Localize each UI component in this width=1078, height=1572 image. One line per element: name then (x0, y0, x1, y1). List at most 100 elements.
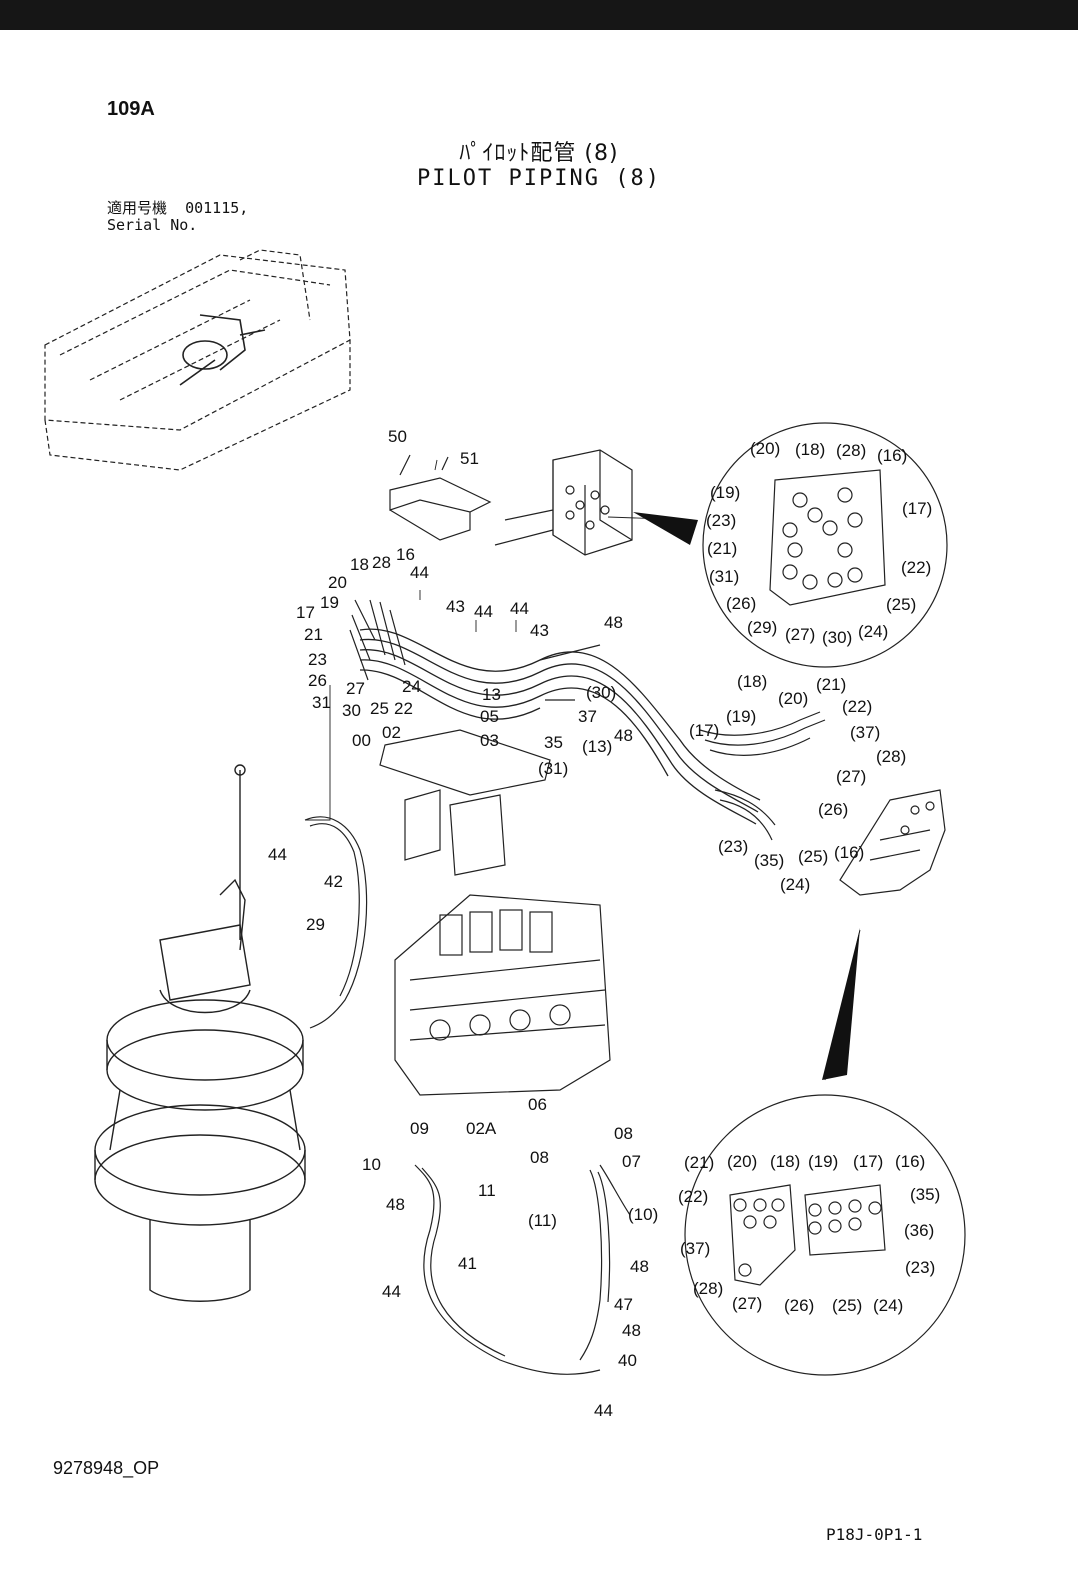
callout-detail-top-31: (31) (709, 567, 739, 586)
callout-main-30: 30 (342, 701, 361, 720)
callout-detail-top-30: (30) (822, 628, 852, 647)
callout-detail-bottom-36: (36) (904, 1221, 934, 1240)
callout-harness-right-27: (27) (836, 767, 866, 786)
callout-main-51: 51 (460, 449, 479, 468)
callout-main-09: 09 (410, 1119, 429, 1138)
callout-main-48: 48 (386, 1195, 405, 1214)
right-harness (699, 711, 826, 841)
callout-main-31: (31) (538, 759, 568, 778)
serial-block: 適用号機 001115, Serial No. (107, 200, 248, 234)
callout-main-00: 00 (352, 731, 371, 750)
arrow-top-detail (633, 512, 698, 545)
callout-detail-top-17: (17) (902, 499, 932, 518)
arrow-bottom-detail (822, 928, 860, 1080)
callout-main-16: 16 (396, 545, 415, 564)
callout-group-harness: (18)(20)(21)(22)(19)(37)(17)(28)(27)(26)… (689, 672, 906, 894)
callout-group-detail-top: (20)(18)(28)(16)(19)(17)(23)(21)(22)(31)… (706, 439, 932, 647)
callout-harness-right-18: (18) (737, 672, 767, 691)
callout-main-03: 03 (480, 731, 499, 750)
callout-detail-bottom-20: (20) (727, 1152, 757, 1171)
callout-main-44: 44 (382, 1282, 401, 1301)
callout-main-08: 08 (530, 1148, 549, 1167)
callout-main-10: 10 (362, 1155, 381, 1174)
callout-main-29: 29 (306, 915, 325, 934)
callout-main-35: 35 (544, 733, 563, 752)
lower-hoses (414, 1164, 631, 1375)
document-number: 9278948_OP (53, 1458, 160, 1478)
pilot-valve-block (494, 449, 633, 556)
callout-detail-bottom-18: (18) (770, 1152, 800, 1171)
callout-main-30: (30) (586, 683, 616, 702)
callout-detail-top-19: (19) (710, 483, 740, 502)
callout-harness-right-35: (35) (754, 851, 784, 870)
callout-main-19: 19 (320, 593, 339, 612)
detail-circle-bottom (684, 1094, 966, 1376)
callout-harness-right-23: (23) (718, 837, 748, 856)
callout-main-44: 44 (474, 602, 493, 621)
callout-main-43: 43 (530, 621, 549, 640)
callout-detail-bottom-19: (19) (808, 1152, 838, 1171)
callout-main-02: 02 (382, 723, 401, 742)
callout-detail-top-22: (22) (901, 558, 931, 577)
callout-harness-right-26: (26) (818, 800, 848, 819)
callout-main-44: 44 (268, 845, 287, 864)
callout-harness-right-37: (37) (850, 723, 880, 742)
callout-detail-bottom-21: (21) (684, 1153, 714, 1172)
callout-harness-right-28: (28) (876, 747, 906, 766)
callout-harness-right-24: (24) (780, 875, 810, 894)
callout-main-50: 50 (388, 427, 407, 446)
callout-detail-top-26: (26) (726, 594, 756, 613)
callout-detail-top-25: (25) (886, 595, 916, 614)
callout-main-44: 44 (594, 1401, 613, 1420)
callout-main-13: (13) (582, 737, 612, 756)
callout-main-21: 21 (304, 625, 323, 644)
callout-main-44: 44 (410, 563, 429, 582)
callout-detail-bottom-16: (16) (895, 1152, 925, 1171)
callout-main-40: 40 (618, 1351, 637, 1370)
callout-main-02a: 02A (466, 1119, 497, 1138)
callout-harness-right-25: (25) (798, 847, 828, 866)
callout-main-44: 44 (510, 599, 529, 618)
callout-main-11: 11 (478, 1181, 496, 1200)
callout-main-06: 06 (528, 1095, 547, 1114)
callout-main-17: 17 (296, 603, 315, 622)
top-black-bar (0, 0, 1078, 30)
callout-main-13: 13 (482, 685, 501, 704)
callout-main-20: 20 (328, 573, 347, 592)
title-english: PILOT PIPING (8) (417, 166, 661, 191)
callout-main-11: (11) (528, 1211, 557, 1230)
callout-main-07: 07 (622, 1152, 641, 1171)
callout-main-08: 08 (614, 1124, 633, 1143)
control-valve (394, 894, 611, 1096)
hose-fittings-left (349, 599, 406, 681)
cover-50 (389, 454, 492, 541)
callout-main-48: 48 (622, 1321, 641, 1340)
callout-main-05: 05 (480, 707, 499, 726)
detail-circle-top (702, 422, 948, 668)
callout-detail-bottom-37: (37) (680, 1239, 710, 1258)
callout-main-31: 31 (312, 693, 331, 712)
callout-main-22: 22 (394, 699, 413, 718)
callout-detail-bottom-17: (17) (853, 1152, 883, 1171)
page-id: 109A (107, 98, 155, 120)
serial-label-jp: 適用号機 (107, 199, 168, 217)
callout-main-24: 24 (402, 677, 421, 696)
callout-detail-bottom-35: (35) (910, 1185, 940, 1204)
callout-detail-bottom-22: (22) (678, 1187, 708, 1206)
callout-main-47: 47 (614, 1295, 633, 1314)
callout-main-48: 48 (614, 726, 633, 745)
callout-detail-top-29: (29) (747, 618, 777, 637)
overview-machine-drawing (44, 249, 351, 471)
callout-harness-right-16: (16) (834, 843, 864, 862)
callout-detail-bottom-23: (23) (905, 1258, 935, 1277)
callout-detail-top-27: (27) (785, 625, 815, 644)
title-japanese: ﾊﾟｲﾛｯﾄ配管 (8) (459, 141, 619, 166)
callout-harness-right-20: (20) (778, 689, 808, 708)
callout-main-10: (10) (628, 1205, 658, 1224)
callout-main-23: 23 (308, 650, 327, 669)
page-code: P18J-0P1-1 (826, 1525, 923, 1544)
callout-detail-top-21: (21) (707, 539, 737, 558)
callout-main-48: 48 (630, 1257, 649, 1276)
